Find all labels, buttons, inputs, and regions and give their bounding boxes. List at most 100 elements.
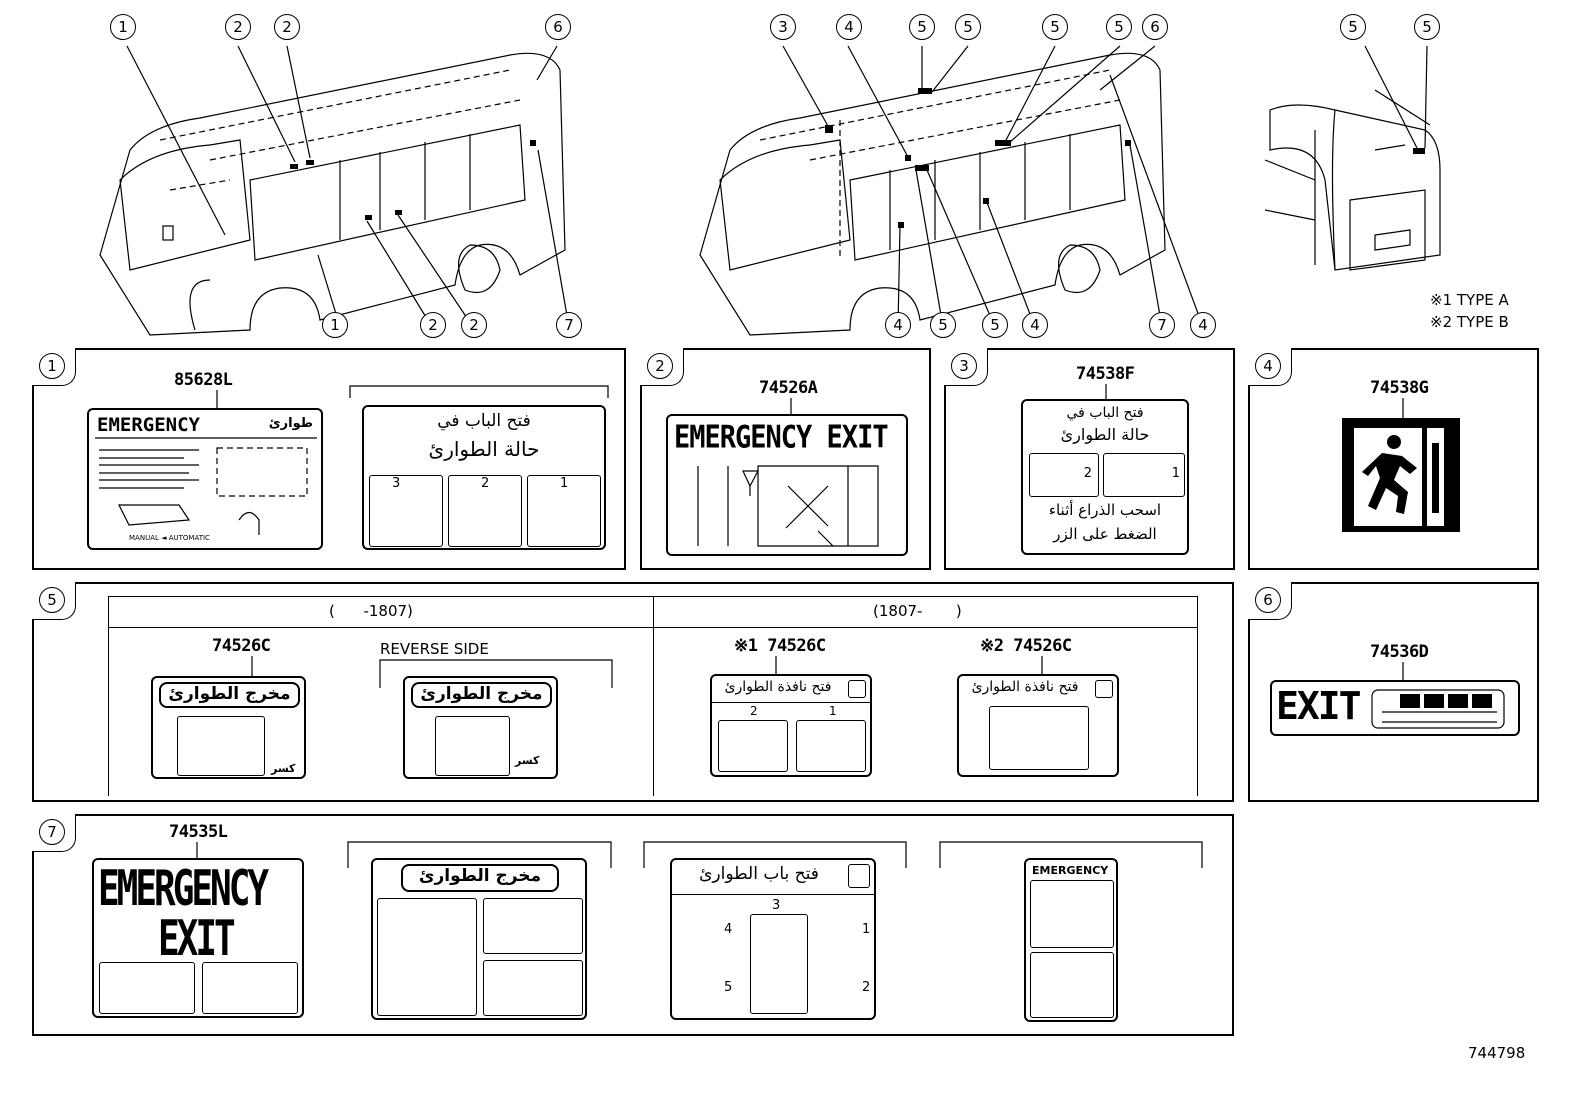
step-2-illustration [718,720,788,772]
part-number-85628L: 85628L [174,370,233,390]
label-emergency-handle: EMERGENCY [1024,858,1118,1022]
panel-3-number: 3 [951,353,977,379]
exit-ar-text: مخرج الطوارئ [168,684,291,704]
bus-seat-map-icon [1371,689,1505,729]
label-exit-door-ar: مخرج الطوارئ [371,858,587,1020]
step-3-box: 3 [369,475,443,547]
callout-6: 6 [1142,14,1168,40]
callout-4: 4 [1022,312,1048,338]
label-door-open-ar: فتح باب الطوارئ 4 3 1 5 2 [670,858,876,1020]
exit-text: EXIT [1276,684,1362,728]
diagram-id: 744798 [1468,1044,1526,1062]
step-1-illustration [483,898,583,954]
callout-5: 5 [1414,14,1440,40]
callout-3: 3 [770,14,796,40]
bus-rear-illustration [1264,45,1441,271]
handle-step-2 [1030,952,1114,1018]
small-emergency-title: EMERGENCY [1032,864,1109,877]
panel-7: 7 74535L EMERGENCY EXIT مخرج الطوارئ فتح… [32,814,1234,1036]
range-left: ( -1807) [329,602,413,620]
ar-2: حالة الطوارئ [1060,425,1150,444]
leader-line [1402,662,1404,682]
step-1-label: 1 [1171,466,1180,481]
label-small-text: MANUAL ◄ AUTOMATIC [129,534,210,542]
panel-5-number: 5 [39,587,65,613]
type-note-b: ※2 TYPE B [1430,313,1509,331]
label-74536D: EXIT [1270,680,1520,736]
leader-line [790,398,792,414]
window-ar: فتح نافذة الطوارئ [971,679,1079,695]
running-man-exit-icon [1342,418,1460,532]
label-door-open: فتح الباب في حالة الطوارئ 3 2 1 [362,405,606,550]
door-open-ar-1: فتح الباب في [437,411,531,431]
part-number-type-b-74526C: ※2 74526C [980,636,1072,656]
step-1-box: 1 [527,475,601,547]
door-ar: فتح باب الطوارئ [699,864,819,884]
panel-2: 2 74526A EMERGENCY EXIT [640,348,931,570]
label-85628L: EMERGENCY طوارئ MANUAL ◄ AUTOMATIC [87,408,323,550]
leader-line [1105,384,1107,399]
exit-ar-box: مخرج الطوارئ [159,682,300,708]
exit-icon [848,680,866,698]
window-ar: فتح نافذة الطوارئ [724,679,832,695]
step-1-illustration [796,720,866,772]
part-number-74538F: 74538F [1076,364,1135,384]
callout-5: 5 [1042,14,1068,40]
callout-2: 2 [461,312,487,338]
callout-5: 5 [930,312,956,338]
step-2-illustration [483,960,583,1016]
break-illustration [177,716,265,776]
callout-5: 5 [909,14,935,40]
step-3-label: 3 [392,476,401,491]
panel-6: 6 74536D EXIT [1248,582,1539,802]
callout-1: 1 [322,312,348,338]
panel-1-number: 1 [39,353,65,379]
exit-ar-text: مخرج الطوارئ [420,684,543,704]
step-2-label: 2 [862,980,871,995]
step-1-box: 1 [1103,453,1185,497]
break-illustration [989,706,1089,770]
label-74538F: فتح الباب في حالة الطوارئ 2 1 اسحب الذرا… [1021,399,1189,555]
big-exit: EXIT [158,912,236,968]
exit-icon [848,864,870,888]
callout-4: 4 [836,14,862,40]
step-2-label: 2 [1083,466,1092,481]
panel-7-number: 7 [39,819,65,845]
callout-4: 4 [885,312,911,338]
exit-icon [1095,680,1113,698]
leader-line [216,385,609,408]
door-illustration [750,914,808,1014]
panel-1: 1 85628L EMERGENCY طوارئ MANUAL ◄ AUTOMA… [32,348,626,570]
part-number-74526C: 74526C [212,636,271,656]
break-ar: كسر [271,762,296,775]
handle-step-1 [1030,880,1114,948]
label-74526C-type-b: فتح نافذة الطوارئ [957,674,1119,777]
door-open-ar-2: حالة الطوارئ [428,437,540,461]
callout-5: 5 [955,14,981,40]
step-5-label: 5 [724,980,733,995]
label-74526C-reverse: مخرج الطوارئ كسر [403,676,558,779]
big-emergency: EMERGENCY [98,862,269,918]
part-number-type-a-74526C: ※1 74526C [734,636,826,656]
ar-4: الضغط على الزر [1053,525,1157,543]
step-1-illustration [99,962,195,1014]
step-2-label: 2 [750,704,758,718]
panel-3: 3 74538F فتح الباب في حالة الطوارئ 2 1 ا… [944,348,1235,570]
label-title-ar: طوارئ [268,416,313,431]
step-3-label: 3 [772,898,781,913]
hammer-window-icon [697,465,879,547]
bus-middle-illustration [699,45,1204,336]
part-number-74535L: 74535L [169,822,228,842]
callout-7: 7 [1149,312,1175,338]
panel-4-number: 4 [1255,353,1281,379]
callout-4: 4 [1190,312,1216,338]
callout-2: 2 [420,312,446,338]
label-74526C-type-a: فتح نافذة الطوارئ 2 1 [710,674,872,777]
label-74526C-front: مخرج الطوارئ كسر [151,676,306,779]
reverse-side-label: REVERSE SIDE [380,640,489,658]
step-4-label: 4 [724,922,733,937]
panel-2-number: 2 [647,353,673,379]
type-note-a: ※1 TYPE A [1430,291,1509,309]
step-1-label: 1 [862,922,871,937]
callout-5: 5 [1340,14,1366,40]
